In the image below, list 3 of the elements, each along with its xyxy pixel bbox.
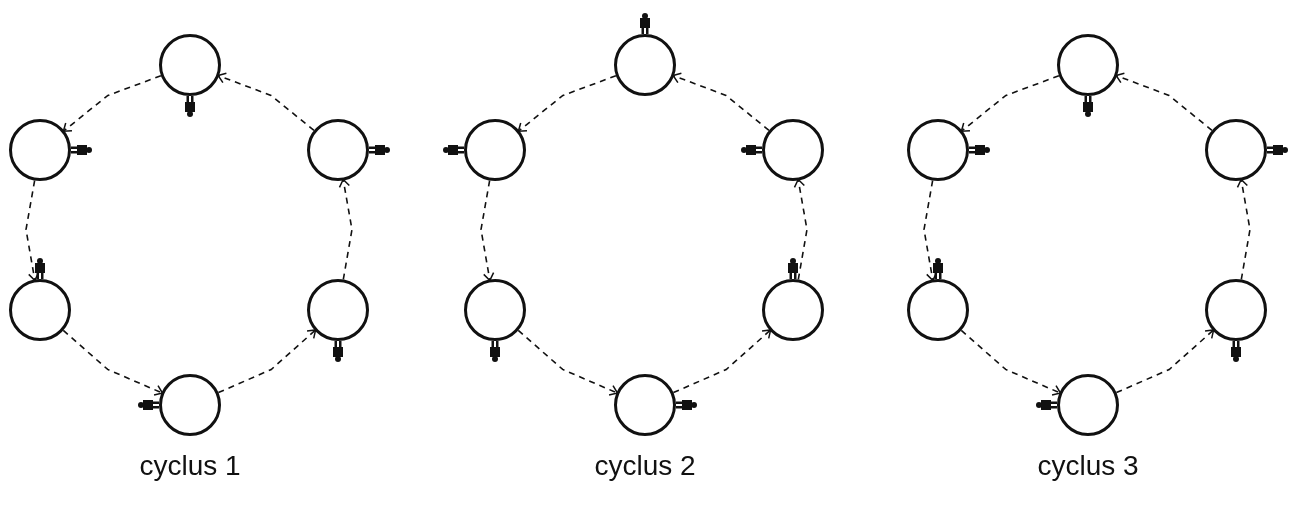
- cycle-caption: cyclus 2: [594, 449, 696, 483]
- cycle-caption: cyclus 3: [1037, 449, 1139, 483]
- cycle-caption: cyclus 1: [139, 449, 241, 483]
